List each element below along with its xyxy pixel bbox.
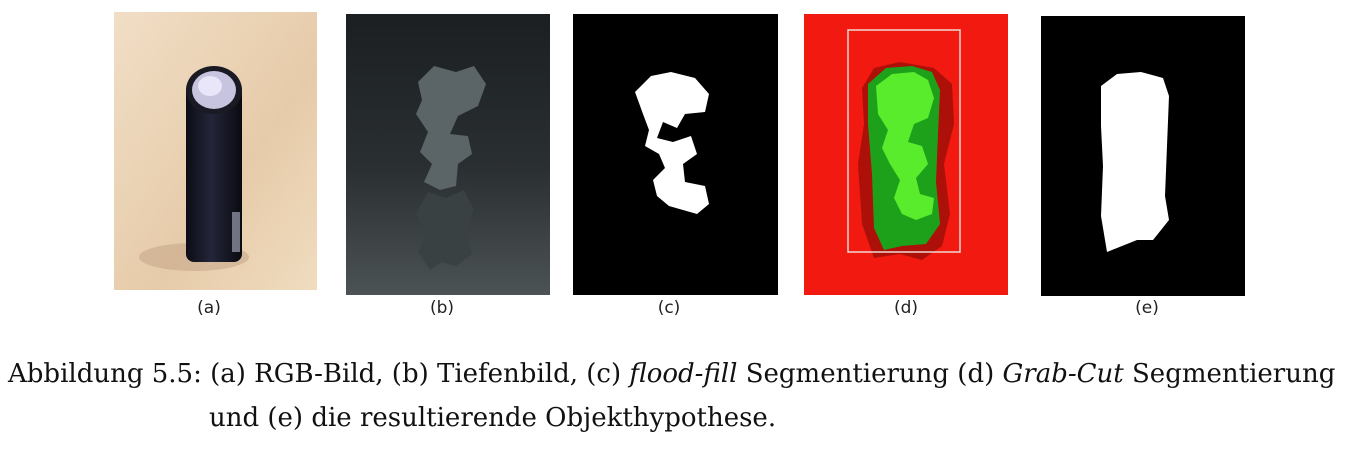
- figure-caption: Abbildung 5.5: (a) RGB-Bild, (b) Tiefenb…: [8, 352, 1368, 433]
- caption-line1-part1: (a) RGB-Bild, (b) Tiefenbild, (c): [210, 359, 622, 389]
- caption-prefix: Abbildung 5.5:: [8, 359, 202, 389]
- panel-c-floodfill-segmentation: [573, 14, 778, 295]
- panel-d-label: (d): [893, 298, 919, 318]
- panel-d-grabcut-segmentation: [804, 14, 1008, 295]
- panel-e-label: (e): [1135, 298, 1159, 318]
- caption-line1-part2: Segmentierung (d): [745, 359, 995, 389]
- caption-line2: und (e) die resultierende Objekthypothes…: [209, 403, 777, 433]
- panel-b-depth-image: [346, 14, 550, 295]
- panel-a-rgb-image: [114, 12, 317, 290]
- panel-c-label: (c): [657, 298, 681, 318]
- caption-term-floodfill: flood-fill: [629, 359, 738, 389]
- caption-line1-part3: Segmentierung: [1132, 359, 1336, 389]
- panel-b-label: (b): [429, 298, 455, 318]
- caption-term-grabcut: Grab-Cut: [1002, 359, 1124, 389]
- panel-e-object-hypothesis: [1041, 16, 1245, 296]
- panel-a-label: (a): [197, 298, 221, 318]
